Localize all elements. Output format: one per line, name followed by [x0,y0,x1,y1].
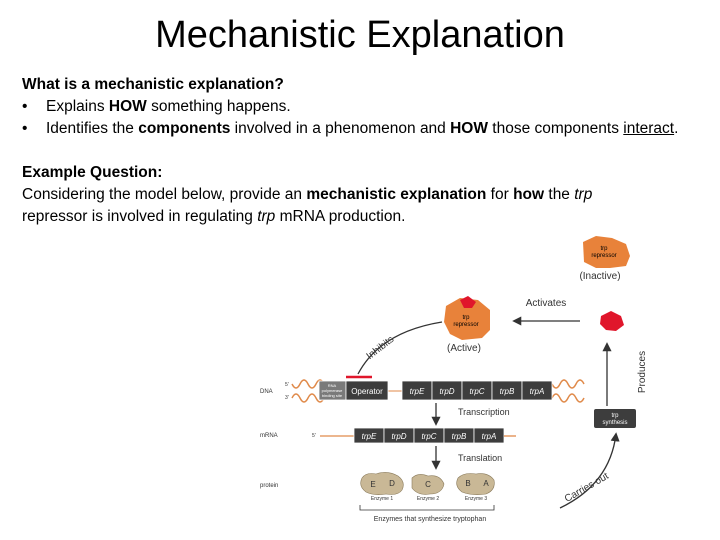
row-label-dna: DNA [260,389,273,395]
inactive-label: (Inactive) [579,271,620,282]
svg-text:trpC: trpC [421,432,436,441]
svg-text:trp: trp [600,246,608,252]
svg-text:trpC: trpC [469,387,484,396]
dna-genes: trpE trpD trpC trpB trpA [401,380,553,401]
tryptophan-icon [600,311,624,331]
svg-text:trpE: trpE [410,387,425,396]
intro-question: What is a mechanistic explanation? [22,76,284,93]
bullet-2: •Identifies the components involved in a… [22,120,679,137]
svg-text:5': 5' [285,382,289,388]
row-label-protein: protein [260,483,278,489]
bullet-1: •Explains HOW something happens. [22,98,291,115]
svg-text:E: E [370,480,375,489]
svg-text:Operator: Operator [351,387,383,396]
enzymes-bracket [359,505,495,511]
row-label-mrna: mRNA [260,433,278,439]
gene-trpA [521,380,553,401]
svg-text:trpB: trpB [500,387,515,396]
svg-text:3': 3' [285,395,289,401]
svg-text:repressor: repressor [591,253,616,259]
page-title: Mechanistic Explanation [155,14,565,56]
body-text: What is a mechanistic explanation? •Expl… [22,74,702,228]
svg-text:trpD: trpD [391,432,406,441]
enzyme-1-label: Enzyme 1 [371,496,393,502]
example-line-1: Considering the model below, provide an … [22,186,593,203]
enzymes-caption: Enzymes that synthesize tryptophan [374,516,487,523]
svg-text:RNA: RNA [328,383,337,388]
transcription-label: Transcription [458,407,510,417]
trp-synthesis-box [594,409,636,428]
mrna-genes: trpE trpD trpC trpB trpA [353,427,505,444]
enzyme-3-label: Enzyme 3 [465,496,487,502]
svg-text:polymerase: polymerase [322,388,343,393]
svg-text:B: B [465,479,470,488]
svg-text:trp: trp [611,413,619,419]
carries-out-label: Carries out [563,471,611,505]
activates-label: Activates [526,298,567,309]
svg-text:binding site: binding site [322,393,343,398]
svg-text:5': 5' [312,433,316,439]
svg-text:D: D [389,479,395,488]
svg-text:synthesis: synthesis [602,420,627,426]
enzyme-2-label: Enzyme 2 [417,496,439,502]
inactive-repressor: trp repressor [583,236,630,268]
example-heading: Example Question: [22,164,163,181]
active-label: (Active) [447,343,481,354]
carries-out-arrow [559,432,620,509]
svg-text:trp: trp [462,315,470,321]
svg-text:trpE: trpE [362,432,377,441]
svg-text:trpA: trpA [530,387,545,396]
svg-text:trpB: trpB [452,432,467,441]
translation-label: Translation [458,453,502,463]
svg-text:repressor: repressor [453,322,478,328]
example-line-2: repressor is involved in regulating trp … [22,208,406,225]
svg-text:trpA: trpA [482,432,497,441]
active-repressor: trp repressor [444,296,490,340]
operator-box [345,380,389,401]
enzymes: E D C B A [360,472,495,495]
inhibits-line [357,321,443,375]
svg-text:trpD: trpD [439,387,454,396]
produces-label: Produces [637,351,648,393]
svg-text:A: A [483,479,489,488]
svg-text:C: C [425,480,431,489]
